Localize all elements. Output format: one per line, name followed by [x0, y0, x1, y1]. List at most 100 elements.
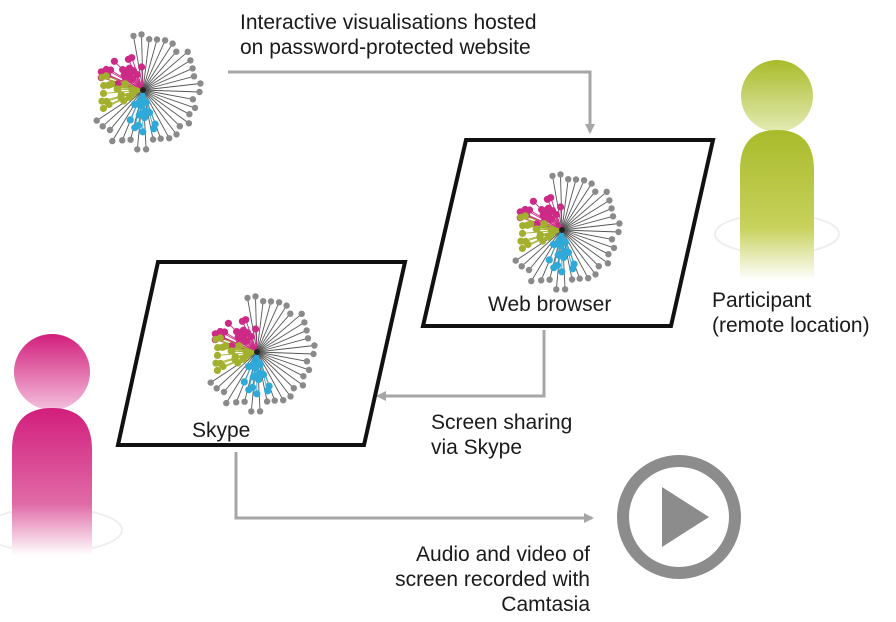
- network-node: [196, 88, 203, 96]
- network-node: [608, 205, 615, 212]
- network-node: [157, 135, 164, 142]
- network-node: [238, 317, 246, 325]
- network-node: [532, 225, 540, 233]
- network-hub: [559, 227, 565, 233]
- network-node: [546, 276, 553, 283]
- network-node: [102, 72, 110, 80]
- network-edge: [256, 351, 307, 362]
- network-node: [197, 80, 204, 87]
- network-node: [228, 342, 236, 350]
- network-node: [287, 393, 294, 400]
- network-node: [134, 146, 141, 153]
- hosted-label: Interactive visualisations hosted on pas…: [240, 10, 537, 60]
- network-node: [248, 408, 255, 415]
- network-node: [253, 390, 261, 398]
- researcher-figure: [0, 334, 123, 555]
- network-edge: [561, 229, 612, 240]
- network-node: [512, 257, 519, 264]
- network-edge: [256, 313, 291, 353]
- network-node: [519, 222, 527, 230]
- network-edge: [142, 89, 170, 139]
- network-node: [249, 373, 257, 381]
- network-node: [223, 399, 230, 407]
- network-edge: [561, 179, 577, 231]
- network-node: [186, 111, 193, 118]
- network-edge: [133, 35, 144, 91]
- network-node: [260, 298, 267, 305]
- network-node: [110, 57, 118, 65]
- network-edge: [256, 345, 315, 353]
- network-edge: [561, 229, 600, 267]
- network-node: [124, 55, 132, 63]
- network-node: [214, 344, 222, 352]
- network-node: [557, 203, 565, 211]
- network-node: [224, 319, 232, 327]
- network-edge: [561, 229, 615, 249]
- network-node: [127, 136, 134, 143]
- network-node: [153, 36, 161, 43]
- network-node: [592, 188, 599, 195]
- network-node: [263, 398, 271, 405]
- network-node: [149, 136, 157, 143]
- network-node: [213, 385, 220, 392]
- network-edge: [142, 51, 188, 91]
- network-node: [213, 351, 222, 359]
- network-node: [287, 310, 294, 317]
- network-node: [106, 126, 114, 134]
- network-node: [130, 32, 137, 40]
- network-node: [252, 293, 259, 300]
- network-node: [107, 66, 115, 74]
- network-edge: [561, 191, 607, 231]
- network-node: [146, 36, 153, 43]
- network-node: [264, 387, 272, 395]
- recording-label-line-2: screen recorded with: [395, 568, 590, 591]
- network-node: [138, 31, 145, 38]
- network-node: [303, 358, 311, 365]
- network-edge: [142, 89, 190, 115]
- network-node: [100, 82, 108, 90]
- network-edge: [561, 179, 569, 231]
- network-node: [539, 237, 547, 245]
- network-node: [539, 207, 547, 215]
- network-node: [554, 261, 562, 269]
- network-edge: [142, 51, 177, 91]
- network-node: [301, 319, 308, 326]
- network-node: [234, 329, 242, 337]
- network-node: [106, 81, 114, 89]
- network-node: [133, 71, 141, 79]
- network-edge: [142, 89, 196, 109]
- network-edge: [561, 229, 589, 279]
- network-node: [173, 131, 180, 138]
- network-edge: [561, 180, 585, 231]
- network-edge: [521, 229, 563, 267]
- network-node: [120, 97, 128, 105]
- arrow-browser-to-skype: [376, 330, 546, 401]
- network-node: [526, 206, 534, 214]
- network-node: [568, 276, 576, 283]
- network-graph-icon: [207, 293, 318, 415]
- recording-label-line-1: Audio and video of: [416, 543, 590, 566]
- network-node: [552, 211, 560, 219]
- network-node: [252, 325, 260, 333]
- screen-sharing-label-line-2: via Skype: [431, 436, 523, 459]
- network-node: [119, 137, 126, 144]
- screen-sharing-label-line-1: Screen sharing: [431, 411, 573, 434]
- network-edge: [255, 328, 258, 353]
- network-node: [255, 371, 263, 379]
- network-edge: [142, 43, 173, 91]
- network-node: [521, 237, 530, 245]
- network-node: [233, 399, 240, 406]
- network-node: [121, 80, 129, 88]
- hosted-label-line-2: on password-protected website: [240, 36, 531, 59]
- network-edge: [142, 89, 200, 93]
- network-node: [588, 180, 595, 187]
- network-node: [139, 128, 147, 136]
- network-graph-icon: [512, 171, 623, 293]
- network-node: [207, 379, 214, 386]
- network-node: [303, 327, 310, 334]
- network-edge: [256, 351, 284, 401]
- network-node: [187, 57, 194, 64]
- network-hub: [254, 349, 260, 355]
- network-node: [576, 275, 583, 282]
- network-node: [120, 67, 128, 75]
